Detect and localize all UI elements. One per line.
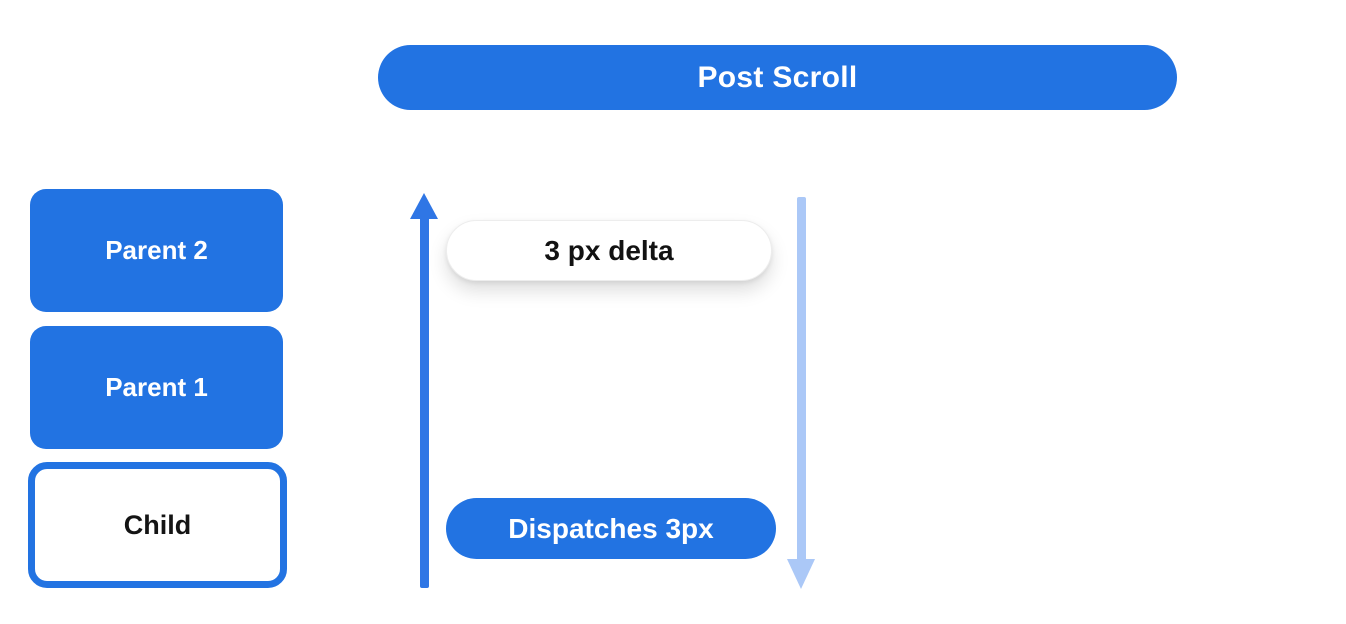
node-parent-1-label: Parent 1 [105,372,208,402]
dispatch-pill-label: Dispatches 3px [508,512,714,544]
node-child-label: Child [123,509,192,540]
node-parent-2: Parent 2 [30,189,283,312]
dispatch-pill: Dispatches 3px [446,498,776,559]
dispatch-down-arrow-head-icon [787,559,815,589]
node-child: Child [28,462,287,588]
scroll-up-arrow [420,214,429,588]
post-scroll-banner: Post Scroll [378,45,1177,110]
node-parent-2-label: Parent 2 [105,235,208,265]
dispatch-down-arrow [797,197,806,561]
delta-pill-label: 3 px delta [544,234,674,266]
delta-pill: 3 px delta [446,220,772,281]
node-parent-1: Parent 1 [30,326,283,449]
post-scroll-label: Post Scroll [697,60,858,94]
